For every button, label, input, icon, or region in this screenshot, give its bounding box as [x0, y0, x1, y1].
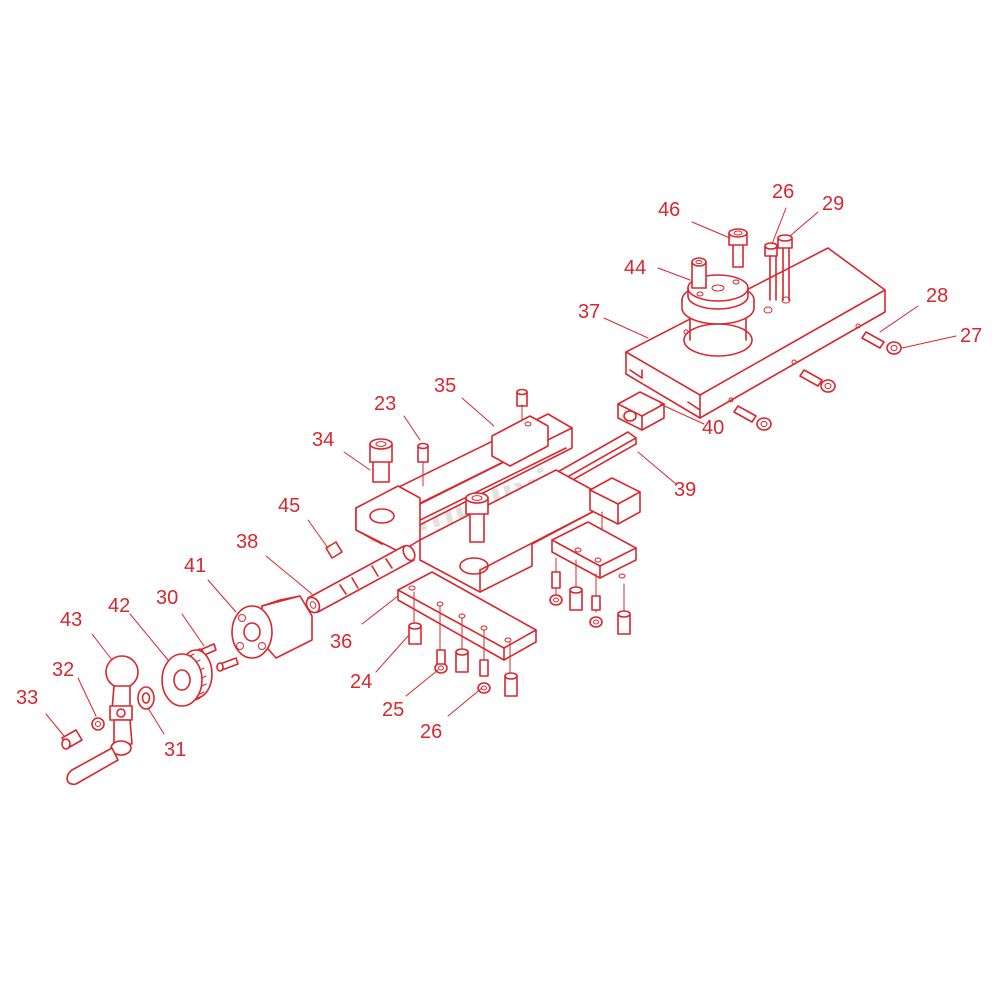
part-34-socket-screw — [369, 438, 393, 483]
part-45-key — [325, 541, 343, 559]
callout-28: 28 — [926, 285, 948, 307]
part-44-tool-post — [681, 257, 755, 341]
callout-26-top: 26 — [772, 181, 794, 203]
part-43-handle — [66, 655, 139, 786]
callout-43: 43 — [60, 609, 82, 631]
callout-24: 24 — [350, 671, 372, 693]
callout-34: 34 — [312, 429, 334, 451]
callout-37: 37 — [578, 301, 600, 323]
callout-33: 33 — [16, 687, 38, 709]
part-37-top-slide-plate — [625, 247, 886, 419]
callout-30: 30 — [156, 587, 178, 609]
callout-labels: 46 26 29 44 28 37 27 35 23 34 40 39 45 3… — [16, 181, 982, 761]
callout-42: 42 — [108, 595, 130, 617]
part-41-bearing-bracket — [231, 595, 313, 659]
callout-39: 39 — [674, 479, 696, 501]
callout-35: 35 — [434, 375, 456, 397]
part-40-nut-block — [617, 391, 665, 431]
callout-32: 32 — [52, 659, 74, 681]
leader-lines — [45, 207, 957, 737]
callout-45: 45 — [278, 495, 300, 517]
callout-29: 29 — [822, 193, 844, 215]
callout-31: 31 — [164, 739, 186, 761]
callout-40: 40 — [702, 417, 724, 439]
part-32-33-fasteners — [61, 717, 105, 750]
part-38-lead-screw — [305, 544, 416, 614]
part-24-25-26-fasteners — [408, 571, 631, 697]
callout-46: 46 — [658, 199, 680, 221]
callout-23: 23 — [374, 393, 396, 415]
part-28-27-stop-pins — [733, 331, 902, 431]
part-35-cross-slide — [355, 388, 641, 593]
slide-clamp-screw — [465, 492, 489, 543]
part-31-washer — [137, 686, 155, 710]
callout-25: 25 — [382, 699, 404, 721]
part-26-29-gib-screws — [764, 234, 793, 301]
callout-27: 27 — [960, 325, 982, 347]
callout-36: 36 — [330, 631, 352, 653]
part-46-screw — [728, 228, 748, 268]
callout-41: 41 — [184, 555, 206, 577]
right-base-plate — [551, 521, 637, 579]
callout-26-bottom: 26 — [420, 721, 442, 743]
callout-44: 44 — [624, 257, 646, 279]
callout-38: 38 — [236, 531, 258, 553]
part-42-graduated-dial — [161, 649, 213, 707]
